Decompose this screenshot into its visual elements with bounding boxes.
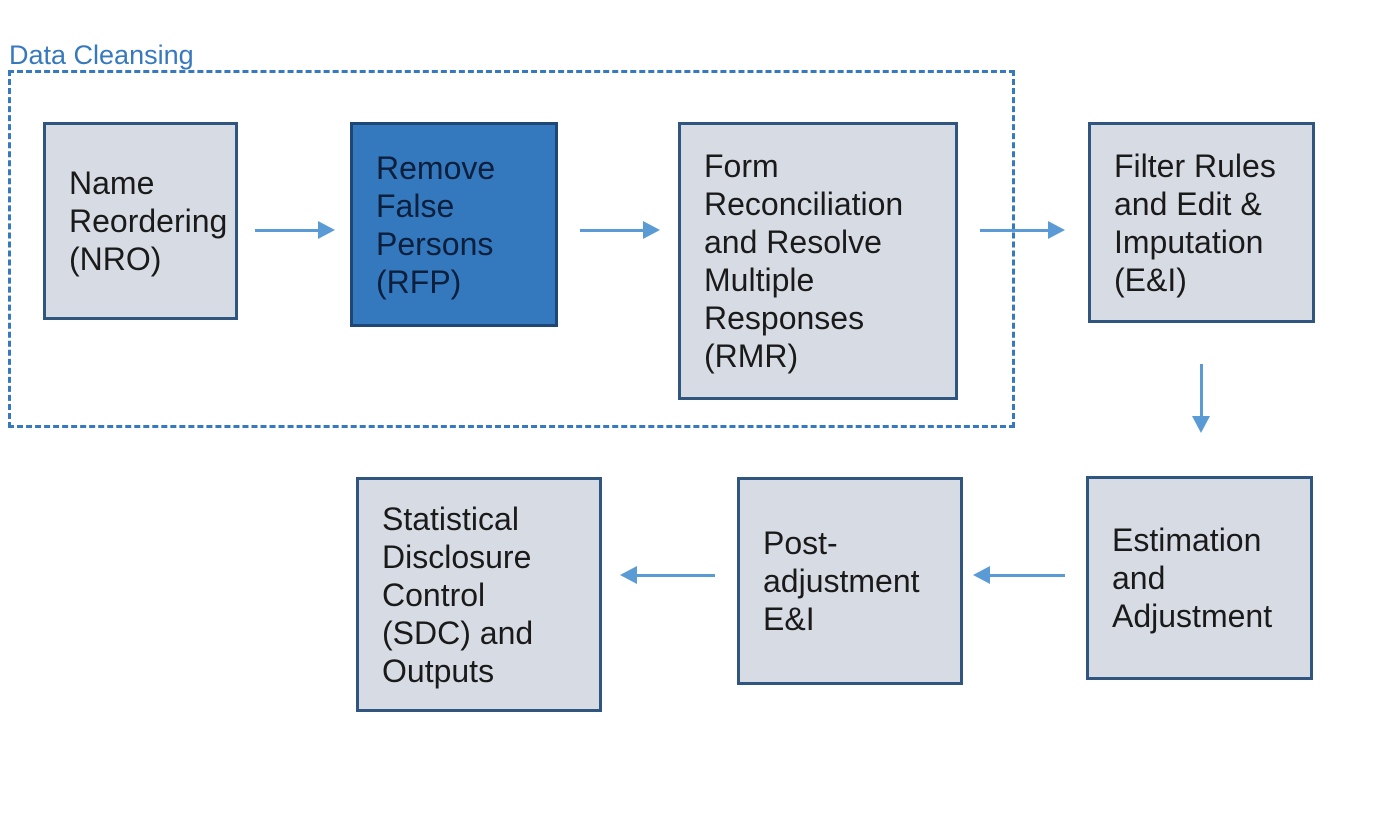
arrow-right-icon [255, 221, 335, 240]
box-name-reordering: Name Reordering (NRO) [43, 122, 238, 320]
arrow-line [980, 229, 1050, 232]
arrow-line [255, 229, 320, 232]
box-remove-false-persons-label: Remove False Persons (RFP) [376, 149, 496, 300]
arrow-head [620, 566, 637, 584]
arrow-line [1200, 364, 1203, 418]
box-estimation-adjustment: Estimation and Adjustment [1086, 476, 1313, 680]
box-form-reconciliation: Form Reconciliation and Resolve Multiple… [678, 122, 958, 400]
arrow-right-icon [980, 221, 1065, 240]
box-remove-false-persons: Remove False Persons (RFP) [350, 122, 558, 327]
arrow-left-icon [620, 566, 715, 585]
arrow-head [1192, 416, 1210, 433]
box-filter-rules-ei: Filter Rules and Edit & Imputation (E&I) [1088, 122, 1315, 323]
box-filter-rules-ei-label: Filter Rules and Edit & Imputation (E&I) [1114, 147, 1276, 298]
arrow-line [635, 574, 715, 577]
box-sdc-outputs: Statistical Disclosure Control (SDC) and… [356, 477, 602, 712]
arrow-line [580, 229, 645, 232]
arrow-head [973, 566, 990, 584]
arrow-down-icon [1192, 364, 1211, 433]
arrow-left-icon [973, 566, 1065, 585]
arrow-head [1048, 221, 1065, 239]
box-name-reordering-label: Name Reordering (NRO) [69, 165, 228, 277]
box-form-reconciliation-label: Form Reconciliation and Resolve Multiple… [704, 148, 904, 374]
group-title-data-cleansing: Data Cleansing [9, 40, 194, 70]
box-post-adjustment-ei: Post- adjustment E&I [737, 477, 963, 685]
arrow-head [643, 221, 660, 239]
data-cleansing-group-frame [8, 70, 1015, 428]
arrow-head [318, 221, 335, 239]
box-estimation-adjustment-label: Estimation and Adjustment [1112, 522, 1273, 634]
arrow-line [988, 574, 1065, 577]
box-sdc-outputs-label: Statistical Disclosure Control (SDC) and… [382, 500, 534, 689]
box-post-adjustment-ei-label: Post- adjustment E&I [763, 525, 920, 637]
arrow-right-icon [580, 221, 660, 240]
